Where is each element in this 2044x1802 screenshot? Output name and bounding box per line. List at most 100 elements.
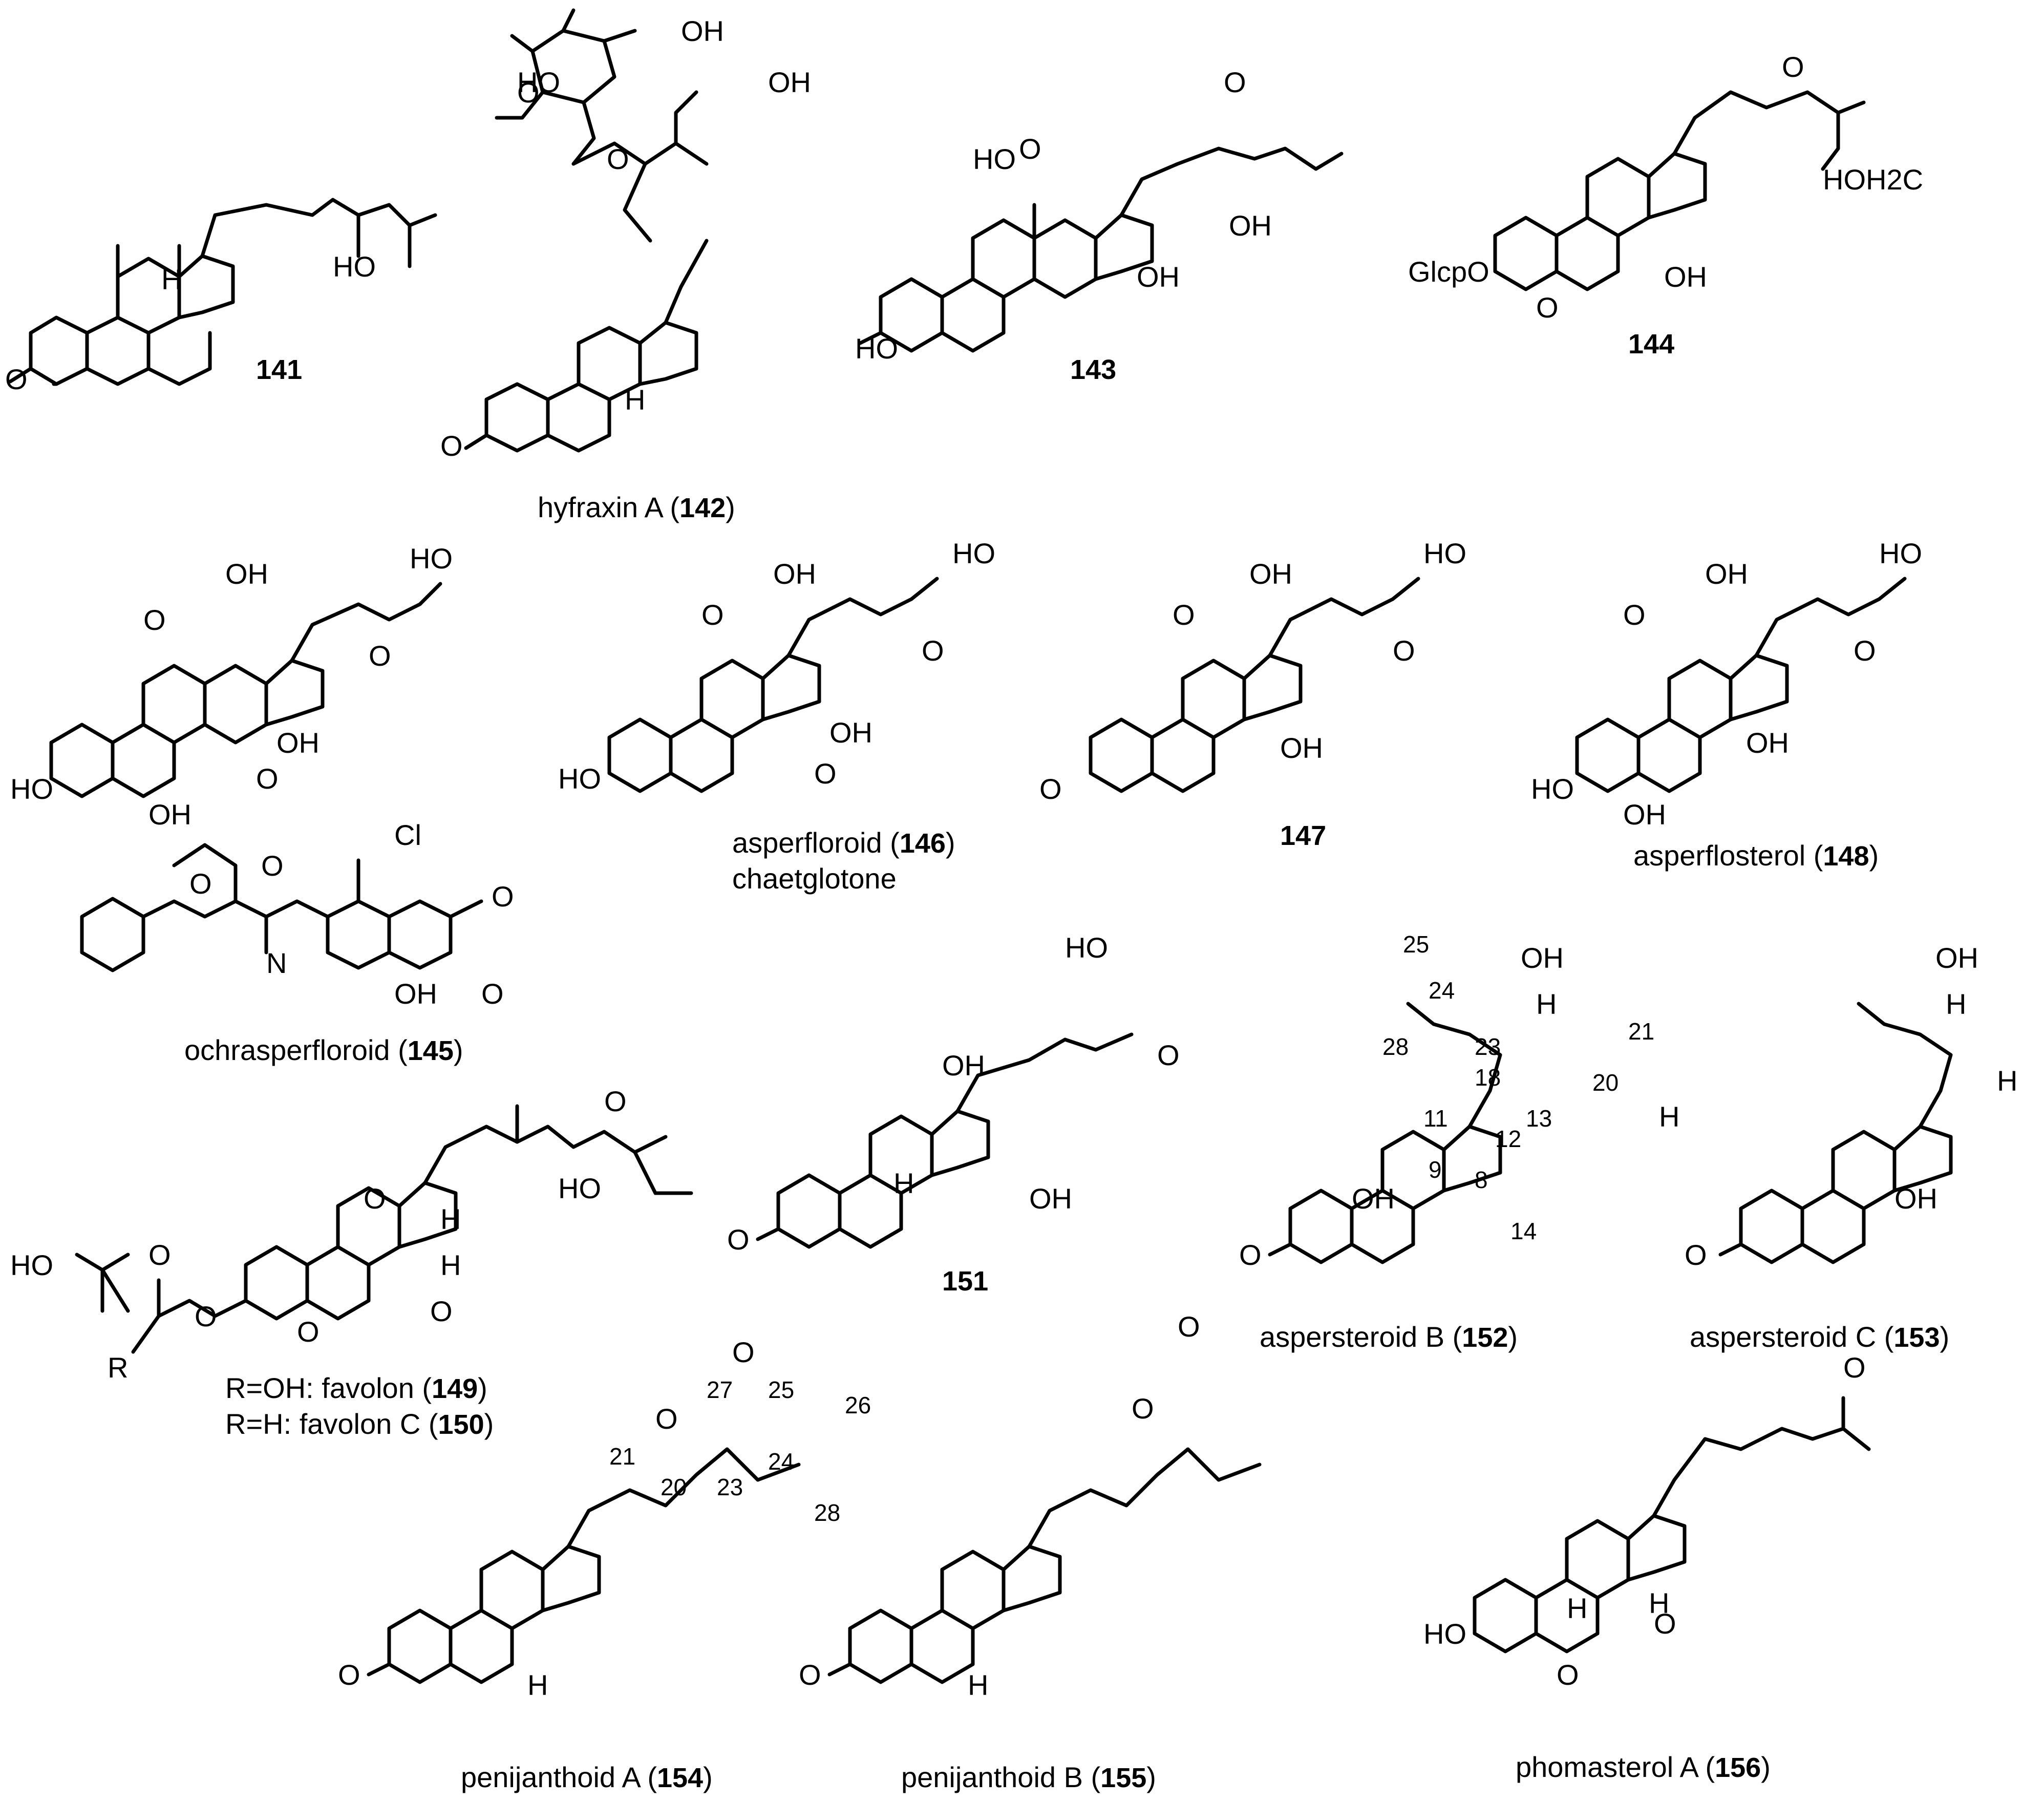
atom-ho: HO xyxy=(333,250,376,283)
num-14: 14 xyxy=(1510,1218,1537,1244)
atom-oh-c22: OH xyxy=(1935,942,1978,974)
structure-141: O HO H 141 xyxy=(5,198,437,395)
atom-o-epoxide: O xyxy=(1224,66,1246,98)
atom-ho-c3: HO xyxy=(1531,773,1574,805)
caption-155: penijanthoid B (155) xyxy=(901,1761,1156,1793)
atom-ho-side: HO xyxy=(10,1249,53,1281)
structure-147: O OH O OH HO O 147 xyxy=(1039,537,1466,851)
atom-h: H xyxy=(968,1669,988,1701)
atom-o-carbonyl: O xyxy=(148,1239,171,1271)
atom-o-c3: O xyxy=(1039,773,1062,805)
compound-number-147: 147 xyxy=(1280,820,1326,851)
atom-oh-2: OH xyxy=(768,66,811,98)
atom-ho-c22: HO xyxy=(1423,537,1466,569)
num-9: 9 xyxy=(1429,1156,1442,1183)
atom-h: H xyxy=(893,1167,914,1199)
atom-oh-c16: OH xyxy=(1229,209,1272,242)
atom-ho-c22: HO xyxy=(952,537,995,569)
atom-o-ring: O xyxy=(517,76,540,109)
atom-o-c11: O xyxy=(143,604,166,636)
caption-148: asperflosterol (148) xyxy=(1633,839,1879,872)
atom-o-ketone: O xyxy=(1843,1351,1866,1384)
atom-r: R xyxy=(108,1351,128,1384)
atom-o-c7: O xyxy=(256,762,279,795)
atom-h: H xyxy=(161,263,182,295)
num-12: 12 xyxy=(1495,1126,1521,1152)
atom-oh-c9: OH xyxy=(1352,1182,1395,1215)
compound-number-151: 151 xyxy=(942,1266,988,1297)
atom-o-lactone: O xyxy=(492,880,514,913)
caption-146-alt: chaetglotone xyxy=(732,862,897,895)
atom-o-c3: O xyxy=(1239,1239,1262,1271)
caption-145: ochrasperfloroid (145) xyxy=(184,1034,463,1066)
atom-oh-c12: OH xyxy=(1249,558,1292,590)
num-24: 24 xyxy=(768,1448,794,1475)
num-20: 20 xyxy=(1592,1069,1619,1096)
atom-cl: Cl xyxy=(394,819,421,851)
atom-ho-c3: HO xyxy=(855,332,898,365)
atom-oh-c12: OH xyxy=(773,558,816,590)
atom-oh-c12: OH xyxy=(942,1049,985,1082)
atom-o-c11: O xyxy=(1623,599,1646,631)
atom-o-ester: O xyxy=(189,867,212,900)
num-24: 24 xyxy=(1429,977,1455,1004)
atom-o-ketone: O xyxy=(440,430,463,462)
structure-152: O OH OH H H 25 24 28 23 21 20 18 13 12 1… xyxy=(1239,931,1679,1353)
atom-oh-c22: OH xyxy=(1521,942,1564,974)
atom-nh: N xyxy=(266,947,287,979)
atom-o-epoxide-b: O xyxy=(1536,291,1559,324)
atom-oh-1: OH xyxy=(681,15,724,47)
atom-ho-c3: HO xyxy=(10,773,53,805)
atom-h: H xyxy=(527,1669,548,1701)
compound-number-141: 141 xyxy=(256,354,302,385)
num-28: 28 xyxy=(1382,1033,1409,1060)
atom-o-lactone: O xyxy=(655,1403,678,1435)
atom-ho-1: HO xyxy=(517,66,560,98)
atom-o-epoxide-b: O xyxy=(297,1316,320,1348)
atom-h-1: H xyxy=(1567,1592,1587,1624)
atom-o-peroxide-1: O xyxy=(1557,1659,1579,1691)
compound-number-143: 143 xyxy=(1070,354,1116,385)
atom-o-c3: O xyxy=(1685,1239,1707,1271)
structure-148: HO OH OH O OH HO O asperflosterol (148) xyxy=(1531,537,1922,872)
atom-o-epoxide: O xyxy=(1782,51,1804,83)
atom-oh-c14: OH xyxy=(1894,1182,1937,1215)
atom-o-c3: O xyxy=(799,1659,821,1691)
num-20: 20 xyxy=(661,1474,687,1500)
num-25: 25 xyxy=(768,1376,794,1403)
atom-o-ketone: O xyxy=(1019,133,1041,165)
structure-155: O O O H penijanthoid B (155) xyxy=(799,1310,1262,1793)
atom-o-lactone-c: O xyxy=(481,978,504,1010)
atom-ho-c22: HO xyxy=(1879,537,1922,569)
atom-o-peroxide-2: O xyxy=(1654,1607,1676,1640)
structure-154: O O O H 27 25 26 24 23 28 21 20 penijant… xyxy=(338,1336,871,1793)
atom-oh: OH xyxy=(1664,261,1707,293)
num-21: 21 xyxy=(609,1443,635,1470)
atom-ho-c3: HO xyxy=(1423,1618,1466,1650)
num-18: 18 xyxy=(1475,1064,1501,1091)
num-21: 21 xyxy=(1628,1018,1654,1045)
atom-o-c11: O xyxy=(1173,599,1195,631)
atom-o-c23: O xyxy=(604,1085,627,1117)
num-13: 13 xyxy=(1526,1105,1552,1132)
atom-ho-c22: HO xyxy=(558,1172,601,1204)
structure-156: HO O O O H H phomasterol A (156) xyxy=(1423,1351,1871,1783)
compound-number-144: 144 xyxy=(1628,329,1674,359)
atom-oh-phenol: OH xyxy=(394,978,437,1010)
atom-h-2: H xyxy=(1659,1100,1679,1133)
atom-o-thf: O xyxy=(1157,1039,1180,1071)
caption-153: aspersteroid C (153) xyxy=(1690,1321,1949,1353)
atom-h-1: H xyxy=(1536,988,1557,1020)
atom-oh-c14: OH xyxy=(1746,727,1789,759)
atom-o-c11: O xyxy=(701,599,724,631)
atom-oh-c14: OH xyxy=(829,716,872,749)
atom-h-2: H xyxy=(1997,1065,2017,1097)
atom-hoh2c: HOH2C xyxy=(1823,163,1923,196)
caption-150: R=H: favolon C (150) xyxy=(225,1408,494,1440)
atom-oh-c14: OH xyxy=(276,727,320,759)
structure-144: GlcpO HOH2C O OH O 144 xyxy=(1408,51,1923,359)
num-23: 23 xyxy=(717,1474,743,1500)
atom-ho-c22: HO xyxy=(410,542,453,575)
num-23: 23 xyxy=(1475,1033,1501,1060)
atom-o-furan: O xyxy=(369,640,391,672)
